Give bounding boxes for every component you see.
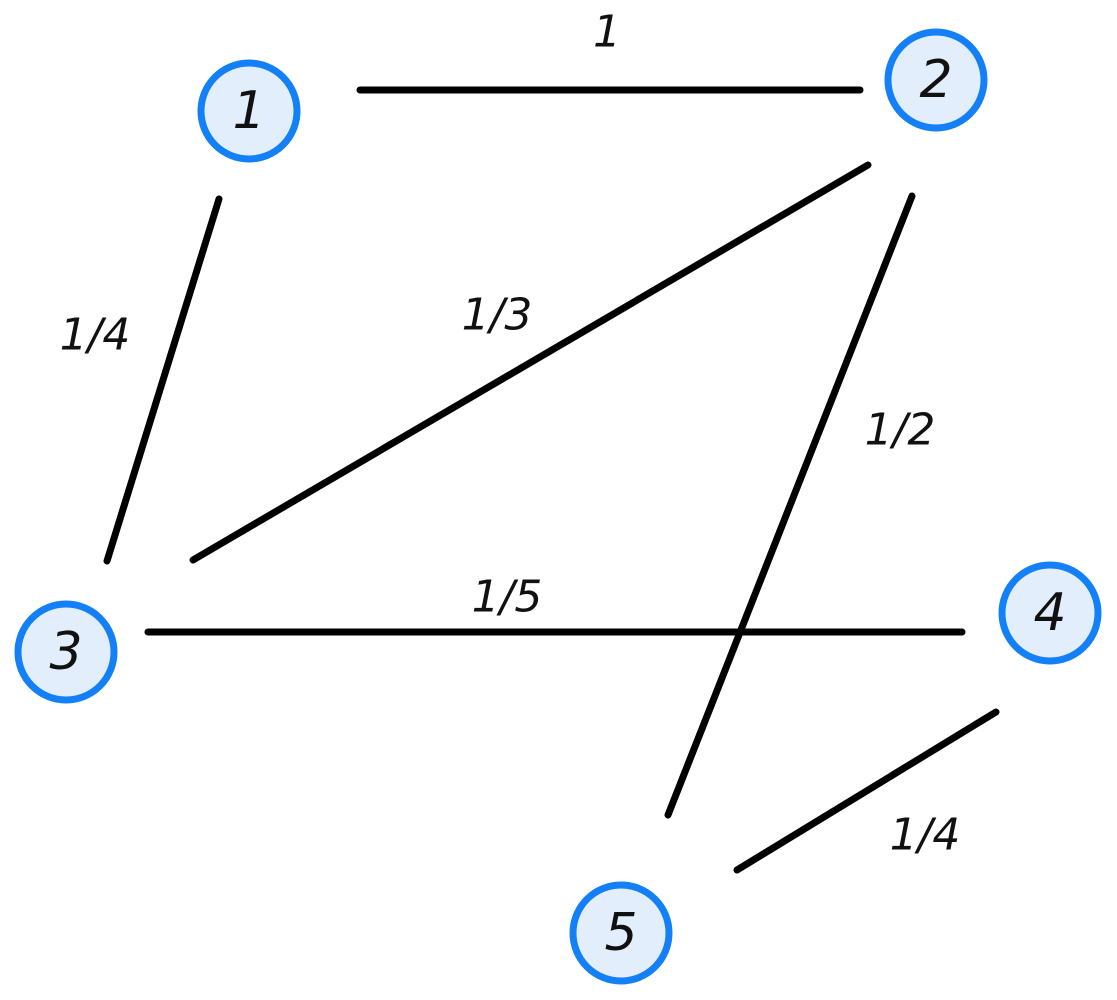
node-4: 4: [998, 561, 1102, 665]
node-3: 3: [14, 600, 118, 704]
node-label: 1: [232, 81, 265, 141]
edges: [103, 86, 1000, 874]
node-label: 3: [49, 622, 82, 682]
edge-label-1-2: 1: [593, 7, 621, 58]
edge-label-4-5: 1/4: [890, 810, 961, 861]
edge-label-2-3: 1/3: [462, 290, 533, 341]
edge-1-3: [103, 195, 223, 565]
edge-label-2-5: 1/2: [865, 405, 936, 456]
edge-labels: 1 1/4 1/3 1/2 1/5 1/4: [60, 7, 961, 861]
edge-4-5: [733, 708, 1000, 874]
edge-2-3: [189, 161, 872, 564]
node-label: 5: [604, 903, 637, 963]
node-label: 4: [1033, 583, 1066, 643]
node-2: 2: [884, 28, 988, 132]
node-label: 2: [919, 50, 952, 110]
edge-2-5: [664, 192, 916, 819]
node-5: 5: [569, 881, 673, 985]
nodes: 1 2 3 4 5: [14, 28, 1102, 985]
node-1: 1: [197, 59, 301, 163]
edge-label-1-3: 1/4: [60, 310, 131, 361]
edge-label-3-4: 1/5: [472, 572, 543, 623]
